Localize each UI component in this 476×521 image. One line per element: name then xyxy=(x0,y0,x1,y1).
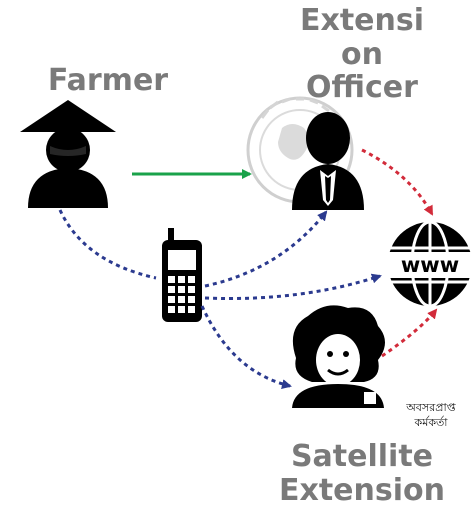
satellite-extension-label: Satellite Extension xyxy=(262,440,462,507)
arrow-officer-to-web xyxy=(361,148,434,216)
arrow-phone-to-satellite xyxy=(200,305,292,389)
officer-label-line-1: Extensi xyxy=(299,3,425,38)
officer-label-line-3: Officer xyxy=(306,70,418,106)
farmer-label: Farmer xyxy=(47,63,169,98)
mobile-phone-icon xyxy=(162,228,202,322)
satellite-label-line-1: Satellite xyxy=(290,439,434,474)
retired-caption-line-2: কর্মকর্তা xyxy=(414,415,448,429)
svg-text:www: www xyxy=(401,253,459,277)
retired-officer-caption: অবসরপ্রাপ্ত কর্মকর্তা xyxy=(396,401,466,431)
arrow-phone-to-web xyxy=(204,273,382,301)
retired-caption-line-1: অবসরপ্রাপ্ত xyxy=(406,401,456,414)
www-globe-icon: www xyxy=(382,220,476,308)
arrow-phone-to-officer xyxy=(204,210,328,288)
satellite-extension-person-icon xyxy=(292,305,385,408)
arrow-farmer-to-phone xyxy=(58,209,157,280)
officer-label-line-2: on xyxy=(341,36,383,72)
arrow-satellite-to-web xyxy=(381,308,438,358)
extension-officer-label: Extensi on Officer xyxy=(282,4,442,105)
farmer-icon xyxy=(20,100,116,208)
satellite-label-line-2: Extension xyxy=(279,472,445,508)
officer-icon xyxy=(292,112,364,210)
